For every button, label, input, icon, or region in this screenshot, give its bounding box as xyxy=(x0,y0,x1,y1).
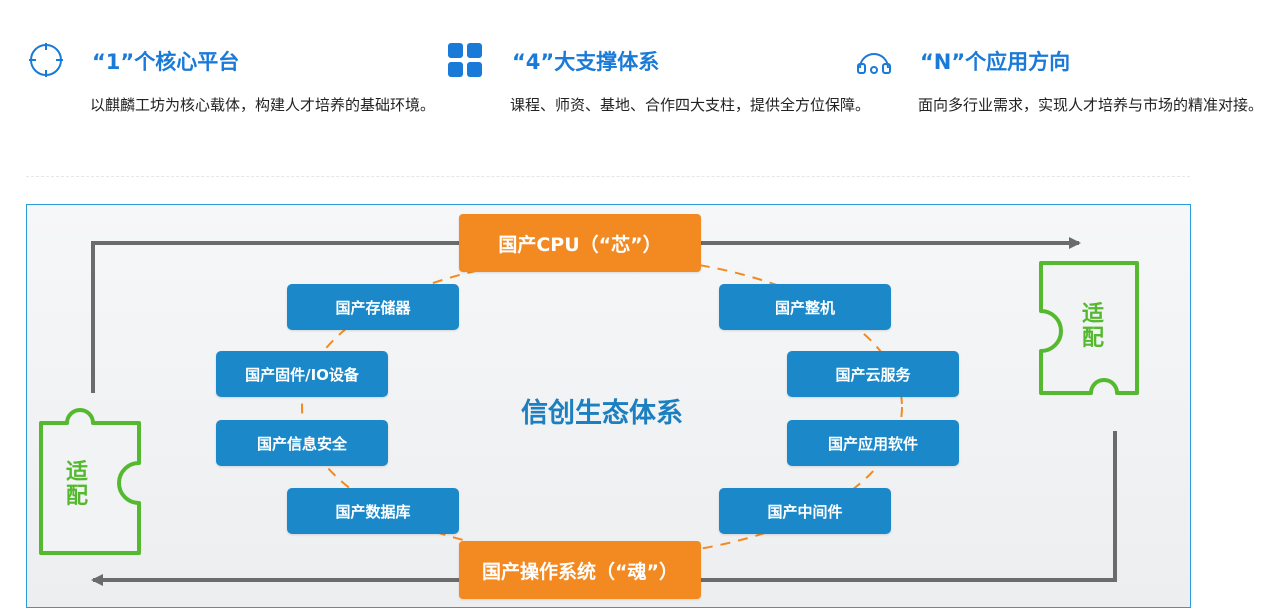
ecosystem-center-label: 信创生态体系 xyxy=(521,398,683,429)
section-divider xyxy=(26,176,1190,177)
right-puzzle-label: 适配 xyxy=(1081,302,1104,351)
left-puzzle-piece xyxy=(39,408,141,555)
top-flow-arrow xyxy=(91,237,1081,393)
left-puzzle-label: 适配 xyxy=(65,460,88,509)
core-os-box: 国产操作系统（“魂”） xyxy=(459,541,701,599)
node-middleware: 国产中间件 xyxy=(719,488,891,534)
node-firmware-io: 国产固件/IO设备 xyxy=(216,351,388,397)
feature-description: 面向多行业需求，实现人才培养与市场的精准对接。 xyxy=(918,96,1264,114)
feature-description: 课程、师资、基地、合作四大支柱，提供全方位保障。 xyxy=(510,96,871,114)
node-storage: 国产存储器 xyxy=(287,284,459,330)
four-squares-icon xyxy=(448,43,482,77)
diagram-connectors xyxy=(39,237,1139,586)
feature-title: “1”个核心平台 xyxy=(92,50,240,74)
headset-icon xyxy=(857,53,891,74)
feature-title: “4”大支撑体系 xyxy=(512,50,660,74)
node-application-software: 国产应用软件 xyxy=(787,420,959,466)
node-info-security: 国产信息安全 xyxy=(216,420,388,466)
ecosystem-diagram: 国产CPU（“芯”） 国产操作系统（“魂”） 国产存储器 国产固件/IO设备 国… xyxy=(26,204,1191,608)
node-database: 国产数据库 xyxy=(287,488,459,534)
core-cpu-box: 国产CPU（“芯”） xyxy=(459,214,701,272)
feature-description: 以麒麟工坊为核心载体，构建人才培养的基础环境。 xyxy=(90,96,436,114)
node-cloud-service: 国产云服务 xyxy=(787,351,959,397)
feature-title: “N”个应用方向 xyxy=(920,50,1071,74)
bottom-flow-arrow xyxy=(91,431,1117,586)
node-whole-machine: 国产整机 xyxy=(719,284,891,330)
crosshair-icon xyxy=(29,43,63,77)
right-puzzle-piece xyxy=(1039,261,1139,395)
